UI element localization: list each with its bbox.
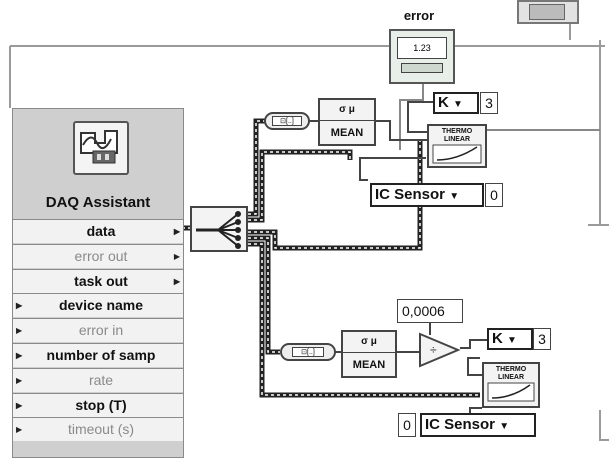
daq-terminal-label: error out — [74, 247, 128, 264]
mean-glyph: σ μ — [343, 332, 395, 353]
sensor-index-lower: 0 — [398, 413, 416, 437]
daq-assistant-title: DAQ Assistant — [45, 194, 151, 211]
daq-terminal-label: timeout (s) — [67, 421, 135, 438]
daq-terminal-label: task out — [74, 272, 128, 289]
output-arrow-icon: ▶ — [173, 251, 180, 261]
mean-node-upper[interactable]: σ μ MEAN — [318, 98, 376, 146]
thermocouple-type-ring-lower[interactable]: K ▼ — [487, 328, 533, 350]
thermocouple-linear-lower[interactable]: THERMO LINEAR — [482, 362, 540, 408]
daq-assistant-header: DAQ Assistant — [13, 109, 183, 219]
ring-value: IC Sensor — [375, 186, 446, 203]
numeric-constant[interactable]: 0,0006 — [397, 299, 463, 323]
daq-terminal-label: data — [86, 223, 116, 239]
mean-glyph: σ μ — [320, 100, 374, 121]
mean-node-lower[interactable]: σ μ MEAN — [341, 330, 397, 378]
input-arrow-icon: ▶ — [16, 400, 23, 410]
thermocouple-linear-upper[interactable]: THERMO LINEAR — [427, 124, 487, 168]
daq-terminal[interactable]: ▶ device name — [13, 293, 183, 318]
daq-terminal[interactable]: ▶ rate — [13, 367, 183, 392]
daq-terminal[interactable]: ▶ number of samp — [13, 343, 183, 367]
error-indicator-label: error — [403, 8, 435, 23]
sensor-type-ring-lower[interactable]: IC Sensor ▼ — [420, 413, 536, 437]
input-arrow-icon: ▶ — [16, 425, 23, 435]
daq-terminal-label: stop (T) — [75, 396, 127, 413]
mean-label: MEAN — [330, 127, 364, 139]
error-cluster-display: 1.23 — [397, 37, 447, 59]
image-display-icon[interactable] — [517, 0, 579, 24]
type-index-upper: 3 — [480, 92, 498, 114]
thermo-label: THERMO LINEAR — [495, 366, 527, 381]
daq-assistant-vi[interactable]: DAQ Assistant ▶ data ▶ error out ▶ task out ▶ d… — [12, 108, 184, 458]
thermo-label: THERMO LINEAR — [441, 128, 473, 143]
thermocouple-type-ring-upper[interactable]: K ▼ — [433, 92, 479, 114]
error-indicator[interactable]: 1.23 — [389, 29, 455, 84]
daq-terminal-label: number of samp — [46, 347, 156, 363]
convert-icon: ⊡[..] — [272, 116, 302, 126]
convert-dynamic-data-lower[interactable]: ⊡[..] — [280, 343, 336, 361]
daq-terminal[interactable]: ▶ error out — [13, 243, 183, 268]
daq-terminal-label: rate — [88, 371, 114, 388]
daq-terminal-label: error in — [78, 322, 124, 339]
sensor-index-upper: 0 — [485, 183, 503, 207]
multiply-node[interactable]: ÷ — [418, 332, 462, 368]
ring-value: IC Sensor — [425, 416, 496, 433]
input-arrow-icon: ▶ — [16, 351, 23, 360]
image-icon — [529, 4, 565, 20]
output-arrow-icon: ▶ — [173, 227, 180, 236]
error-status-icon — [401, 63, 443, 73]
convert-dynamic-data-upper[interactable]: ⊡[..] — [264, 112, 310, 130]
convert-icon: ⊡[..] — [292, 347, 324, 357]
split-signals-icon — [196, 211, 241, 249]
mean-label: MEAN — [352, 359, 386, 371]
output-arrow-icon: ▶ — [173, 276, 180, 286]
daq-terminal[interactable]: ▶ data — [13, 219, 183, 243]
input-arrow-icon: ▶ — [16, 326, 23, 336]
sensor-type-ring-upper[interactable]: IC Sensor ▼ — [370, 183, 484, 207]
type-index-lower: 3 — [533, 328, 551, 350]
input-arrow-icon: ▶ — [16, 375, 23, 385]
thermo-curve-icon — [487, 382, 535, 402]
daq-terminal[interactable]: ▶ stop (T) — [13, 392, 183, 417]
daq-terminal[interactable]: ▶ task out — [13, 268, 183, 293]
daq-terminal[interactable]: ▶ timeout (s) — [13, 417, 183, 442]
ring-value: K — [438, 94, 449, 111]
daq-assistant-icon — [73, 121, 129, 175]
daq-terminal-label: device name — [58, 297, 144, 314]
split-signals-node[interactable] — [190, 206, 248, 252]
thermo-curve-icon — [432, 144, 482, 164]
input-arrow-icon: ▶ — [16, 301, 23, 311]
ring-value: K — [492, 330, 503, 347]
daq-terminal[interactable]: ▶ error in — [13, 318, 183, 343]
svg-text:÷: ÷ — [430, 343, 437, 357]
